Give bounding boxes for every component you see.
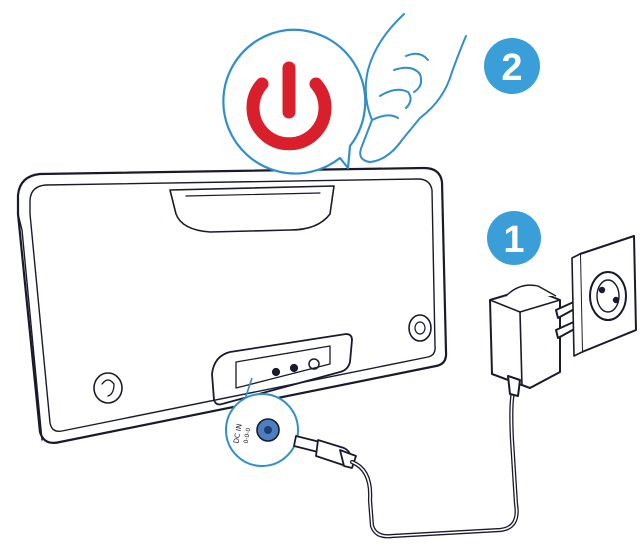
power-cable [349,385,519,539]
wall-socket-icon [571,235,637,357]
dc-plug-icon [293,435,357,469]
step-2-number: 2 [501,47,522,89]
knob-icon-right [408,314,432,342]
knob-icon-left [93,372,123,404]
ac-adapter-icon [489,284,581,397]
finger-icon [359,13,467,163]
port-polarity-label: 0-0-0 [243,427,253,444]
step-1-badge: 1 [487,211,541,265]
power-icon [246,61,332,151]
port-label: DC IN [232,423,243,444]
dc-in-callout: DC IN 0-0-0 [225,377,299,467]
power-callout [222,28,367,175]
step-2-badge: 2 [484,38,540,94]
step-1-number: 1 [503,219,524,261]
speaker-dock [16,166,448,444]
